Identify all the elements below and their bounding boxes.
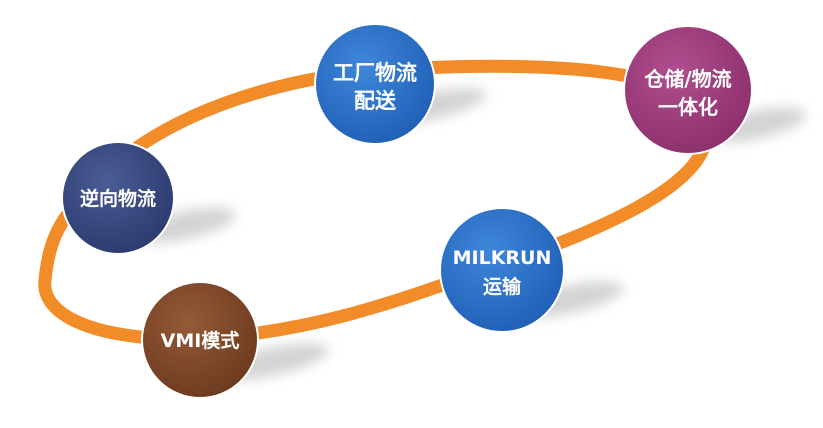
node-reverse-logistics: 逆向物流 — [61, 141, 175, 255]
node-circle — [141, 281, 259, 399]
node-label-line-2: 运输 — [483, 275, 522, 298]
node-circle — [439, 207, 565, 333]
node-label-line-2: 一体化 — [658, 95, 718, 119]
node-label-line-2: 配送 — [354, 89, 397, 113]
node-label-line-1: MILKRUN — [453, 247, 552, 269]
node-warehouse-logistics: 仓储/物流 一体化 — [623, 25, 753, 155]
node-circle — [61, 141, 175, 255]
node-milkrun-transport: MILKRUN 运输 — [439, 207, 565, 333]
node-label-line-1: 逆向物流 — [80, 187, 156, 210]
node-factory-logistics: 工厂物流 配送 — [314, 23, 436, 145]
node-label-line-1: VMI模式 — [161, 329, 240, 352]
node-label-line-1: 工厂物流 — [333, 61, 417, 85]
node-circle — [314, 23, 436, 145]
node-circle — [623, 25, 753, 155]
node-vmi-mode: VMI模式 — [141, 281, 259, 399]
node-label-line-1: 仓储/物流 — [643, 67, 731, 91]
